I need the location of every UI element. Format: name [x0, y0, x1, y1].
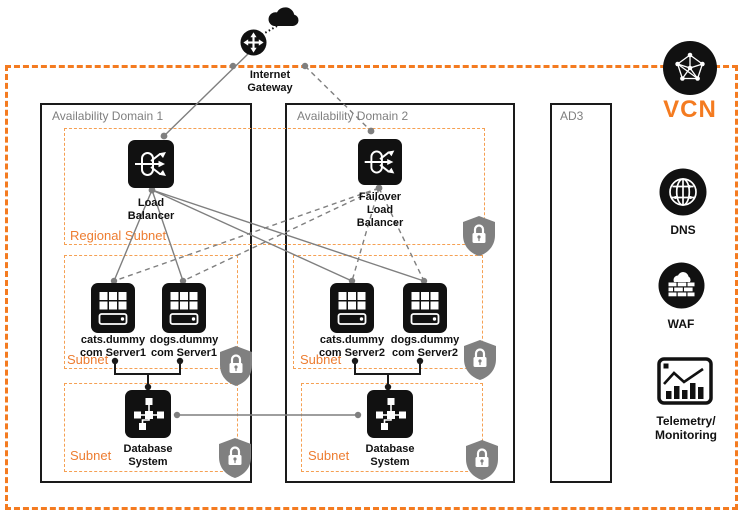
telemetry-monitoring-icon — [657, 357, 713, 407]
server-icon-dogs1 — [162, 283, 206, 333]
security-list-shield-icon-ad2-db — [465, 439, 499, 481]
failover-load-balancer-label: Failover Load Balancer — [356, 191, 404, 229]
server-icon-cats1 — [91, 283, 135, 333]
waf-icon — [658, 262, 705, 309]
ad2-db-subnet-label: Subnet — [308, 448, 350, 463]
database-system-label-ad2: Database System — [365, 443, 415, 468]
database-system-icon-ad1 — [125, 390, 171, 438]
availability-domain-3-box — [550, 103, 612, 483]
security-list-shield-icon-ad2-app — [463, 339, 497, 381]
load-balancer-icon — [128, 140, 174, 188]
database-system-label-ad1: Database System — [123, 443, 173, 468]
ad1-db-subnet-label: Subnet — [70, 448, 112, 463]
vcn-boundary — [5, 65, 738, 510]
regional-subnet-label: Regional Subnet — [70, 228, 167, 243]
ad1-title: Availability Domain 1 — [52, 109, 164, 123]
ad1-app-subnet-label: Subnet — [67, 352, 109, 367]
waf-label: WAF — [667, 317, 695, 331]
dns-label: DNS — [670, 223, 696, 237]
ad2-db-subnet-box — [301, 383, 483, 472]
ad2-title: Availability Domain 2 — [297, 109, 409, 123]
server-label-cats1: cats.dummy com Server1 — [79, 334, 147, 359]
server-icon-cats2 — [330, 283, 374, 333]
security-list-shield-icon-ad1-db — [218, 437, 252, 479]
vcn-label: VCN — [663, 96, 717, 123]
internet-cloud-icon — [265, 5, 301, 29]
server-label-cats2: cats.dummy com Server2 — [318, 334, 386, 359]
ad2-app-subnet-label: Subnet — [300, 352, 342, 367]
dns-icon — [659, 168, 707, 216]
server-label-dogs1: dogs.dummy com Server1 — [149, 334, 219, 359]
ad1-db-subnet-box — [64, 383, 238, 472]
server-icon-dogs2 — [403, 283, 447, 333]
failover-load-balancer-icon — [358, 138, 402, 186]
server-label-dogs2: dogs.dummy com Server2 — [390, 334, 460, 359]
vcn-icon — [662, 40, 718, 96]
telemetry-monitoring-label: Telemetry/ Monitoring — [655, 414, 717, 443]
load-balancer-label: Load Balancer — [127, 197, 175, 222]
internet-gateway-icon — [240, 29, 267, 56]
security-list-shield-icon-regional — [462, 215, 496, 257]
ad3-title: AD3 — [560, 109, 584, 123]
security-list-shield-icon-ad1-app — [219, 345, 253, 387]
database-system-icon-ad2 — [367, 390, 413, 438]
internet-gateway-label: Internet Gateway — [247, 69, 293, 94]
